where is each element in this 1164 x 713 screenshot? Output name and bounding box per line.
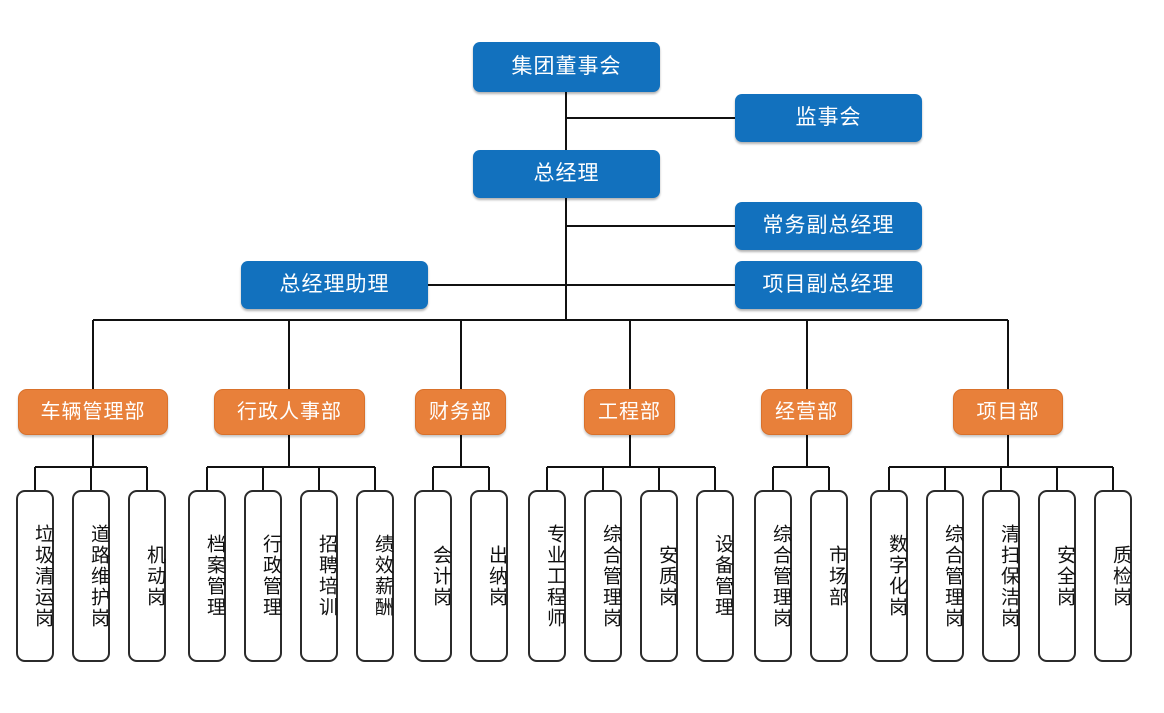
department-node-label: 项目部: [976, 400, 1040, 423]
position-node-professional-engineer[interactable]: 专业工程师: [528, 490, 566, 662]
exec-node-label: 项目副总经理: [762, 272, 895, 296]
position-node-motor-pool[interactable]: 机动岗: [128, 490, 166, 662]
exec-node-label: 常务副总经理: [762, 213, 895, 237]
position-node-label: 道路维护岗: [88, 523, 109, 629]
position-node-digitalization[interactable]: 数字化岗: [870, 490, 908, 662]
position-node-label: 综合管理岗: [942, 523, 963, 629]
position-node-label: 专业工程师: [544, 523, 565, 629]
department-node-project[interactable]: 项目部: [953, 389, 1063, 435]
department-node-label: 车辆管理部: [40, 400, 146, 423]
position-node-label: 行政管理: [260, 534, 281, 618]
department-node-admin-hr[interactable]: 行政人事部: [214, 389, 365, 435]
position-node-label: 档案管理: [204, 534, 225, 618]
position-node-waste-transport[interactable]: 垃圾清运岗: [16, 490, 54, 662]
department-node-operations[interactable]: 经营部: [761, 389, 852, 435]
exec-node-label: 监事会: [795, 105, 862, 129]
position-node-label: 数字化岗: [886, 534, 907, 618]
position-node-equipment-management[interactable]: 设备管理: [696, 490, 734, 662]
department-node-engineering[interactable]: 工程部: [584, 389, 675, 435]
position-node-road-maintenance[interactable]: 道路维护岗: [72, 490, 110, 662]
position-node-recruit-training[interactable]: 招聘培训: [300, 490, 338, 662]
position-node-label: 机动岗: [144, 544, 165, 608]
exec-node-label: 总经理: [533, 161, 600, 185]
position-node-performance-pay[interactable]: 绩效薪酬: [356, 490, 394, 662]
department-node-label: 财务部: [429, 400, 492, 423]
position-node-label: 安质岗: [656, 544, 677, 608]
exec-node-label: 集团董事会: [511, 54, 622, 78]
position-node-quality-inspection[interactable]: 质检岗: [1094, 490, 1132, 662]
position-node-admin-management[interactable]: 行政管理: [244, 490, 282, 662]
position-node-proj-general-mgmt[interactable]: 综合管理岗: [926, 490, 964, 662]
position-node-label: 质检岗: [1110, 544, 1131, 608]
position-node-marketing[interactable]: 市场部: [810, 490, 848, 662]
position-node-label: 垃圾清运岗: [32, 523, 53, 629]
position-node-label: 绩效薪酬: [372, 534, 393, 618]
position-node-label: 出纳岗: [486, 544, 507, 608]
exec-node-general-manager[interactable]: 总经理: [473, 150, 660, 198]
position-node-accounting[interactable]: 会计岗: [414, 490, 452, 662]
position-node-label: 安全岗: [1054, 544, 1075, 608]
position-node-records-management[interactable]: 档案管理: [188, 490, 226, 662]
exec-node-exec-deputy-gm[interactable]: 常务副总经理: [735, 202, 922, 250]
position-node-label: 会计岗: [430, 544, 451, 608]
exec-node-supervisory[interactable]: 监事会: [735, 94, 922, 142]
position-node-label: 市场部: [826, 544, 847, 608]
position-node-label: 清扫保洁岗: [998, 523, 1019, 629]
position-node-label: 招聘培训: [316, 534, 337, 618]
exec-node-project-deputy-gm[interactable]: 项目副总经理: [735, 261, 922, 309]
department-node-finance[interactable]: 财务部: [415, 389, 506, 435]
department-node-label: 经营部: [775, 400, 838, 423]
position-node-label: 综合管理岗: [600, 523, 621, 629]
position-node-label: 设备管理: [712, 534, 733, 618]
department-node-vehicle-management[interactable]: 车辆管理部: [18, 389, 168, 435]
position-node-cashier[interactable]: 出纳岗: [470, 490, 508, 662]
department-node-label: 工程部: [598, 400, 661, 423]
position-node-safety[interactable]: 安全岗: [1038, 490, 1076, 662]
position-node-safety-quality[interactable]: 安质岗: [640, 490, 678, 662]
department-node-label: 行政人事部: [237, 400, 342, 423]
position-node-cleaning[interactable]: 清扫保洁岗: [982, 490, 1020, 662]
exec-node-board[interactable]: 集团董事会: [473, 42, 660, 92]
position-node-ops-general-mgmt[interactable]: 综合管理岗: [754, 490, 792, 662]
position-node-label: 综合管理岗: [770, 523, 791, 629]
position-node-eng-general-mgmt[interactable]: 综合管理岗: [584, 490, 622, 662]
exec-node-label: 总经理助理: [279, 272, 390, 296]
exec-node-gm-assistant[interactable]: 总经理助理: [241, 261, 428, 309]
